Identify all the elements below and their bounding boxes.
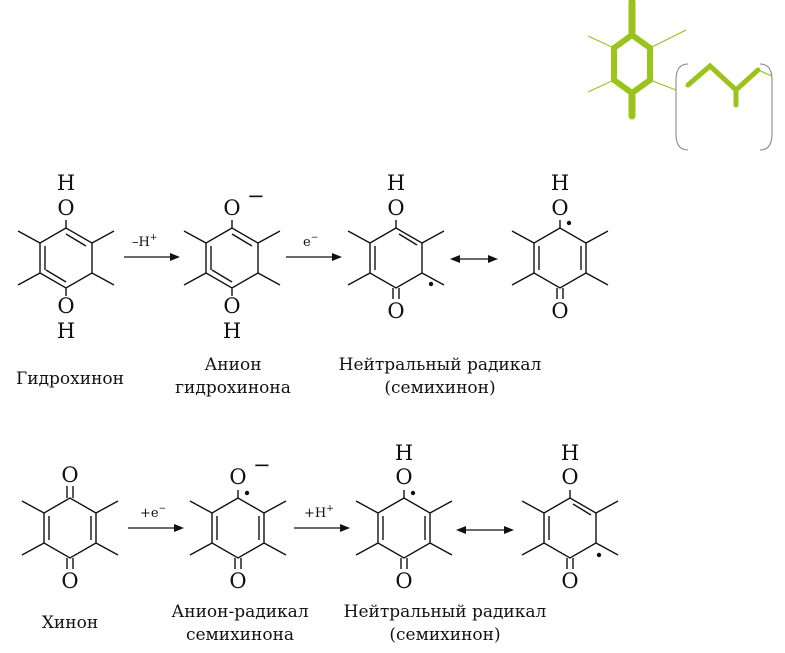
hydroquinone-anion-molecule: O − O H: [183, 184, 281, 343]
caption-radical1-line2: (семихинон): [384, 378, 495, 398]
arrow-deprotonation: –H+: [124, 233, 180, 261]
atom-o-top: O: [387, 196, 404, 220]
charge-minus: −: [253, 453, 271, 477]
hydroquinone-molecule: H O O H: [17, 171, 115, 343]
arrow-label-plus-h: +H+: [304, 504, 334, 521]
atom-o-bottom: O: [57, 294, 74, 318]
atom-o-bottom: O: [61, 569, 78, 593]
caption-anion-line1: Анион: [204, 355, 261, 375]
arrow-electron-gain: +e−: [128, 504, 184, 532]
radical-dot: [244, 490, 250, 496]
quinone-molecule: O O: [21, 463, 119, 593]
charge-minus: −: [247, 184, 265, 208]
atom-o-top: O: [57, 196, 74, 220]
logo-icon: [587, 0, 773, 151]
caption-radical2-line2: (семихинон): [389, 625, 500, 645]
arrow-label-plus-e: +e−: [140, 504, 166, 521]
caption-radical1-line1: Нейтральный радикал: [339, 355, 542, 375]
caption-hydroquinone: Гидрохинон: [16, 369, 124, 389]
atom-h-top: H: [561, 441, 579, 465]
resonance-arrow-2: [456, 526, 514, 534]
atom-o-anion: O: [223, 196, 240, 220]
semiquinone-radical-molecule-1: H O O: [347, 171, 445, 323]
atom-h-bottom: H: [223, 319, 241, 343]
atom-o-bottom: O: [229, 569, 246, 593]
atom-h-bottom: H: [57, 319, 75, 343]
arrow-label-e: e−: [303, 233, 318, 250]
atom-o-top: O: [61, 463, 78, 487]
arrow-protonation: +H+: [294, 504, 350, 532]
atom-o-top: O: [561, 465, 578, 489]
atom-o-carbonyl: O: [551, 299, 568, 323]
semiquinone-anion-radical-molecule: O − O: [189, 453, 287, 593]
atom-h-top: H: [387, 171, 405, 195]
radical-dot: [410, 490, 416, 496]
caption-anion-radical-line1: Анион-радикал: [171, 602, 308, 622]
radical-dot: [566, 220, 572, 226]
atom-h-top: H: [551, 171, 569, 195]
arrow-label-minus-h: –H+: [132, 233, 157, 250]
semiquinone-radical-molecule-2: H O O: [511, 171, 609, 323]
atom-o-top: O: [395, 465, 412, 489]
radical-dot: [428, 281, 434, 287]
radical-dot: [596, 552, 602, 558]
atom-o-carbonyl: O: [387, 299, 404, 323]
caption-anion-line2: гидрохинона: [175, 378, 291, 398]
atom-h-top: H: [57, 171, 75, 195]
caption-radical2-line1: Нейтральный радикал: [344, 602, 547, 622]
resonance-arrow-1: [450, 255, 498, 263]
atom-h-top: H: [395, 441, 413, 465]
atom-o-anion: O: [229, 465, 246, 489]
caption-quinone: Хинон: [42, 613, 98, 633]
atom-o-carbonyl: O: [395, 569, 412, 593]
atom-o-bottom: O: [223, 294, 240, 318]
semiquinone-radical-molecule-3: H O O: [355, 441, 453, 593]
atom-o-carbonyl: O: [561, 569, 578, 593]
arrow-electron-loss: e−: [286, 233, 342, 261]
atom-o-top: O: [551, 196, 568, 220]
semiquinone-radical-molecule-4: H O O: [521, 441, 619, 593]
caption-anion-radical-line2: семихинона: [186, 625, 294, 645]
